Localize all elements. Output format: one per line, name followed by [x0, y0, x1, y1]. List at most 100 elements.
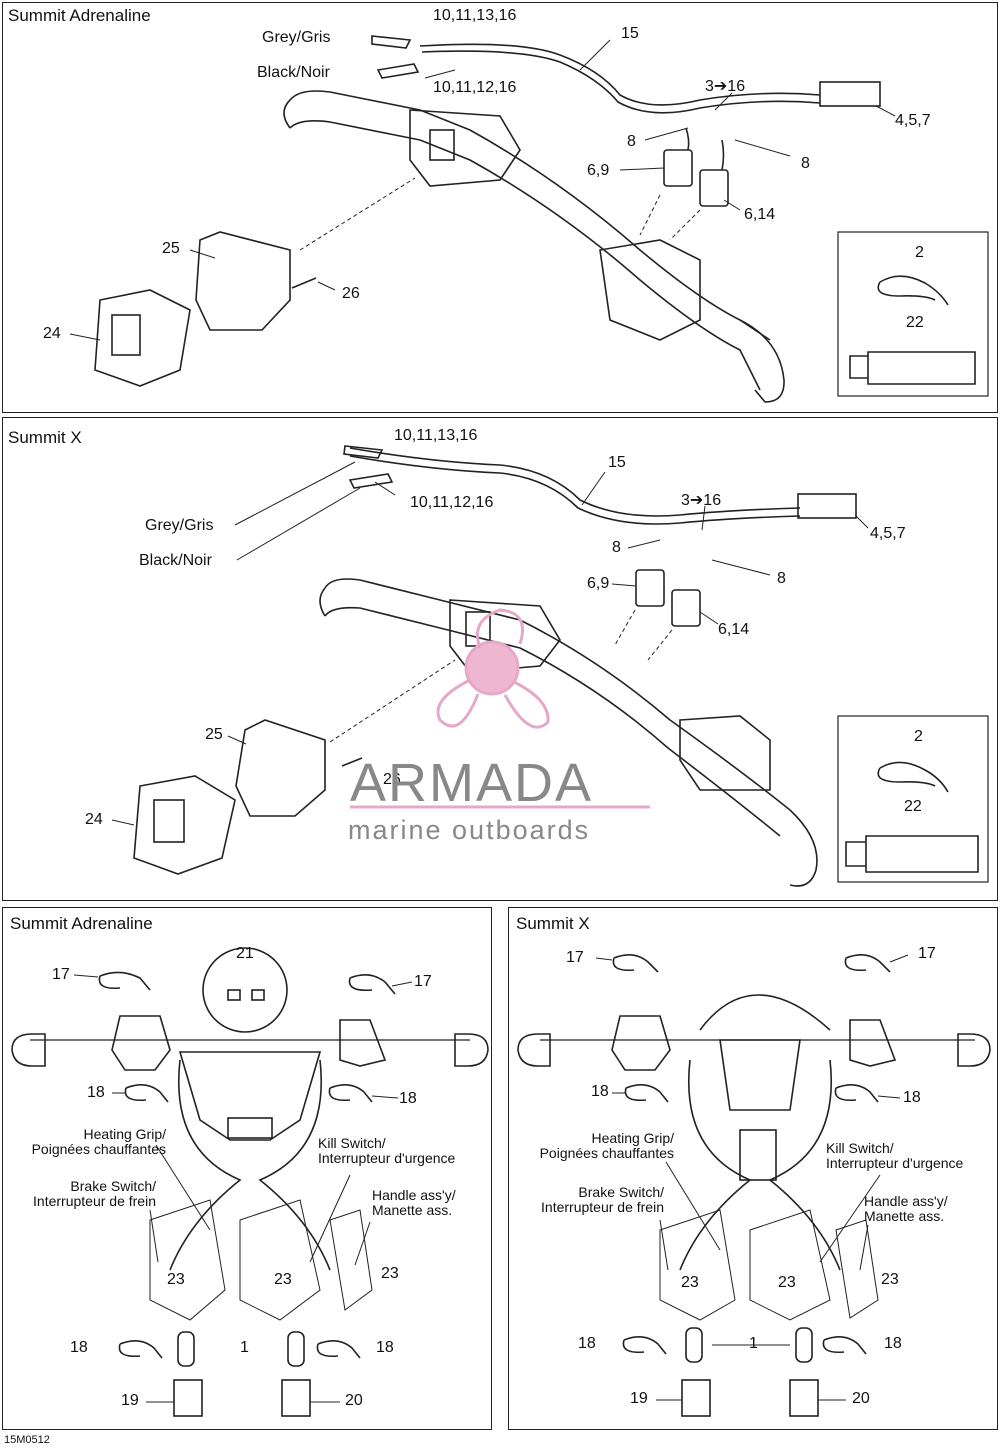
- cable-tie-17: [348, 974, 396, 995]
- connector-6-9: [663, 149, 693, 187]
- label-handle-assy: Handle ass'y/ Manette ass.: [864, 1193, 948, 1224]
- callout-6-14: 6,14: [744, 206, 776, 223]
- callout-grey: Grey/Gris: [145, 517, 214, 534]
- right-grip-end: [454, 1033, 489, 1067]
- cover-25: [235, 719, 326, 817]
- cover-25: [195, 231, 291, 331]
- right-grip-end: [957, 1033, 991, 1067]
- panel-middle: [2, 417, 998, 901]
- connector-bundle: [659, 1209, 736, 1321]
- cable-tie-18: [622, 1336, 667, 1355]
- callout-8: 8: [612, 539, 621, 556]
- switch-housing-left: [611, 1015, 671, 1071]
- cable-tie-18: [624, 1084, 669, 1103]
- callout-10-11-12-16: 10,11,12,16: [410, 494, 494, 511]
- callout-20: 20: [345, 1392, 363, 1409]
- wire-harness: [349, 447, 801, 517]
- callout-8: 8: [627, 133, 636, 150]
- cable-tie-17: [98, 971, 151, 991]
- black-terminal: [348, 473, 394, 489]
- panel-title: Summit X: [516, 914, 590, 933]
- callout-10-11-12-16: 10,11,12,16: [433, 79, 517, 96]
- cable-tie-2: [877, 761, 949, 793]
- callout-18: 18: [903, 1089, 921, 1106]
- lubricant-tube-22: [845, 835, 979, 873]
- main-connector: [797, 493, 857, 519]
- switch-housing: [409, 109, 521, 187]
- callout-black: Black/Noir: [139, 552, 212, 569]
- screw-26: [341, 757, 363, 767]
- connector-19: [681, 1379, 711, 1417]
- cable-tie-18: [124, 1084, 169, 1103]
- cable-tie-17: [844, 954, 891, 973]
- callout-24: 24: [43, 325, 61, 342]
- panel-title: Summit Adrenaline: [10, 914, 153, 933]
- callout-grey: Grey/Gris: [262, 29, 331, 46]
- throttle-housing: [599, 239, 701, 341]
- label-brake-switch: Brake Switch/ Interrupteur de frein: [541, 1184, 664, 1215]
- detail-circle-21: [202, 947, 288, 1033]
- sleeve-1: [287, 1331, 305, 1367]
- callout-22: 22: [904, 798, 922, 815]
- callout-23: 23: [778, 1274, 796, 1291]
- watermark-brand: ARMADA: [350, 753, 594, 813]
- grey-terminal: [371, 35, 412, 49]
- switch-assembly-24: [133, 775, 236, 875]
- cable-tie-18: [834, 1084, 879, 1103]
- main-connector: [819, 81, 881, 107]
- callout-18: 18: [70, 1339, 88, 1356]
- panel-title: Summit Adrenaline: [8, 6, 151, 25]
- callout-26: 26: [342, 285, 360, 302]
- switch-housing: [449, 599, 561, 673]
- panel-top: [2, 2, 998, 413]
- callout-17: 17: [52, 966, 70, 983]
- callout-18: 18: [578, 1335, 596, 1352]
- cable-tie-2: [877, 275, 949, 306]
- left-grip-end: [11, 1033, 46, 1067]
- callout-17: 17: [918, 945, 936, 962]
- callout-6-9: 6,9: [587, 162, 610, 179]
- connector-20: [281, 1379, 311, 1417]
- callout-18: 18: [884, 1335, 902, 1352]
- connector-6-14: [671, 589, 701, 627]
- switch-housing-left: [111, 1015, 171, 1071]
- callout-3-16: 3➔16: [681, 492, 722, 509]
- callout-1: 1: [749, 1335, 758, 1352]
- callout-21: 21: [236, 945, 254, 962]
- watermark-tagline: marine outboards: [348, 815, 591, 845]
- callout-1: 1: [240, 1339, 249, 1356]
- label-brake-switch: Brake Switch/ Interrupteur de frein: [33, 1178, 156, 1209]
- callout-17: 17: [566, 949, 584, 966]
- callout-18: 18: [87, 1084, 105, 1101]
- callout-4-5-7: 4,5,7: [870, 525, 906, 542]
- callout-25: 25: [205, 726, 223, 743]
- switch-24-buttons: [153, 799, 185, 843]
- screw-26: [291, 277, 317, 289]
- black-terminal: [376, 63, 420, 79]
- panel-bottom-right: [508, 907, 998, 1430]
- switch-assembly-24: [94, 289, 191, 387]
- callout-6-9: 6,9: [587, 575, 610, 592]
- label-heating-grip: Heating Grip/ Poignées chauffantes: [31, 1126, 166, 1157]
- inset-box-top: [837, 231, 989, 397]
- cable-tie-17: [612, 954, 659, 973]
- steering-bracket: [719, 1039, 801, 1111]
- callout-2: 2: [915, 244, 924, 261]
- callout-20: 20: [852, 1390, 870, 1407]
- connector-bundle: [239, 1199, 321, 1321]
- throttle-block: [339, 1019, 387, 1067]
- callout-15: 15: [621, 25, 639, 42]
- panel-bottom-left: [2, 907, 492, 1430]
- switch-24-buttons: [111, 314, 141, 356]
- callout-19: 19: [630, 1390, 648, 1407]
- riser-loop: [699, 994, 831, 1031]
- cable-tie-18: [822, 1336, 867, 1355]
- throttle-housing: [679, 715, 771, 791]
- sleeve-1: [685, 1327, 703, 1363]
- connector-6-9: [635, 569, 665, 607]
- throttle-block: [849, 1019, 897, 1067]
- connector-bundle: [149, 1199, 226, 1321]
- connector-bundle: [749, 1209, 831, 1321]
- connector-bundle: [835, 1219, 879, 1319]
